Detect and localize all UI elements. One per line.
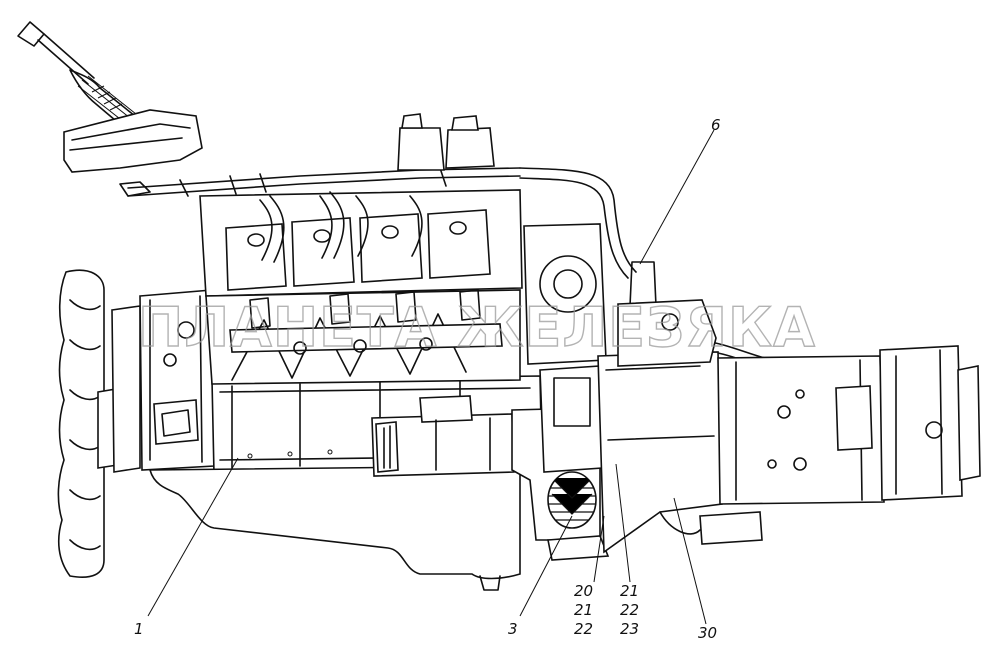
callout-21-line-2: 22 <box>620 601 639 619</box>
callout-1-label: 1 <box>134 620 144 638</box>
callout-30-label: 30 <box>698 624 717 642</box>
leader-lines <box>147 129 715 625</box>
callout-20-line-3: 22 <box>574 620 593 638</box>
callout-20-line-2: 21 <box>574 601 593 619</box>
callout-6-label: 6 <box>711 116 721 134</box>
callout-6: 6 <box>711 116 721 134</box>
shift-rod <box>127 167 521 197</box>
callout-1: 1 <box>134 620 144 638</box>
callout-21-line-1: 21 <box>620 582 639 600</box>
gear-shift-lever <box>17 21 203 197</box>
valve-covers <box>225 209 491 291</box>
fan <box>57 269 141 578</box>
callout-30: 30 <box>698 624 717 642</box>
clutch-housing <box>511 223 610 561</box>
expansion-tanks <box>397 113 495 171</box>
watermark-text: ПЛАНЕТА ЖЕЛЕЗЯКА <box>138 296 816 359</box>
gearbox <box>597 299 981 554</box>
callout-3: 3 <box>508 620 518 638</box>
callout-20-line-1: 20 <box>574 582 593 600</box>
callout-20-21-22: 20 21 22 <box>574 582 593 638</box>
oil-pan <box>148 465 521 591</box>
fuel-lines <box>229 191 503 355</box>
callout-3-label: 3 <box>508 620 518 638</box>
callout-21-line-3: 23 <box>620 620 639 638</box>
starter <box>371 395 515 477</box>
callout-21-22-23: 21 22 23 <box>620 582 639 638</box>
